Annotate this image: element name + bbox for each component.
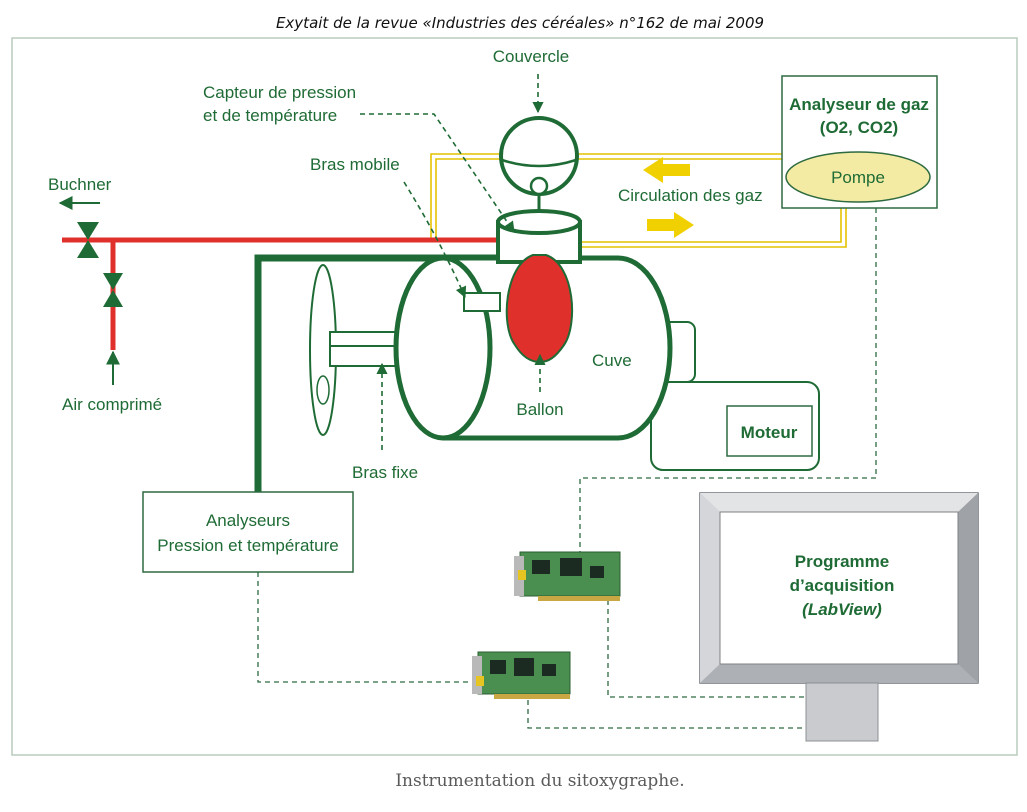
gas-analyzer-title: Analyseur de gaz [789, 95, 929, 114]
balloon [505, 254, 574, 364]
pressure-analyzer-line1: Analyseurs [206, 511, 290, 530]
program-line3: (LabView) [802, 600, 882, 619]
gas-arrow-right [647, 212, 694, 238]
air-label: Air comprimé [62, 395, 162, 414]
ballon-label: Ballon [516, 400, 563, 419]
capteur-label-1: Capteur de pression [203, 83, 356, 102]
mobile-arm [463, 292, 501, 312]
pressure-analyzer-box [142, 491, 354, 573]
capteur-label-2: et de température [203, 106, 337, 125]
tank-neck-rim [496, 209, 582, 235]
bras-mobile-pointer [403, 181, 467, 299]
motor-label: Moteur [741, 423, 798, 442]
gas-arrow-left [643, 157, 690, 183]
program-line1: Programme [795, 552, 889, 571]
pressure-tube [254, 254, 506, 492]
couvercle-label: Couvercle [493, 47, 570, 66]
signal-cables [257, 208, 877, 729]
capteur-pointer [360, 113, 515, 233]
valve-top [77, 222, 99, 258]
motor-box [726, 405, 813, 457]
gas-circuit-lines [430, 153, 847, 248]
pressure-analyzer-line2: Pression et température [157, 536, 338, 555]
program-line2: d’acquisition [790, 576, 895, 595]
acquisition-card-lower [472, 651, 571, 699]
cuve-label: Cuve [592, 351, 632, 370]
back-wheel-hub [316, 375, 330, 405]
lid-line [501, 158, 577, 168]
tank-front [393, 255, 493, 441]
bras-fixe-label: Bras fixe [352, 463, 418, 482]
outer-frame [11, 37, 1018, 756]
circulation-label: Circulation des gaz [618, 186, 763, 205]
bras-mobile-label: Bras mobile [310, 155, 400, 174]
monitor [699, 492, 979, 742]
valve-vertical [103, 273, 123, 307]
gas-analyzer-formula: (O2, CO2) [820, 118, 898, 137]
lid-knob [529, 176, 549, 196]
header-text: Exytait de la revue «Industries des céré… [276, 14, 764, 32]
figure-caption: Instrumentation du sitoxygraphe. [395, 771, 684, 791]
pump-label: Pompe [831, 168, 885, 187]
acquisition-card-upper [514, 551, 621, 601]
pump [785, 151, 931, 203]
buchner-label: Buchner [48, 175, 112, 194]
